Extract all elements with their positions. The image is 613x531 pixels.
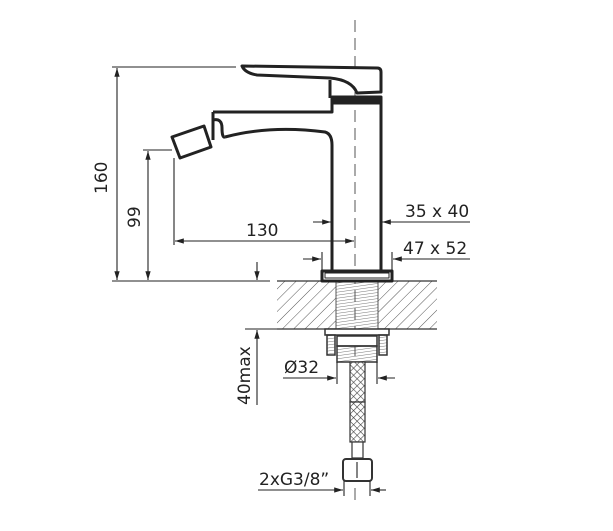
dim-label-40max: 40max (235, 346, 255, 405)
faucet-body (170, 64, 394, 283)
fixing-assembly (324, 328, 390, 363)
dim-label-99: 99 (125, 206, 145, 228)
dim-label-160: 160 (92, 162, 112, 194)
dim-label-130: 130 (246, 221, 278, 241)
flexible-hoses (342, 361, 373, 482)
dim-label-connection: 2xG3/8” (259, 470, 329, 490)
dim-label-diameter: Ø32 (284, 358, 319, 378)
dim-label-35x40: 35 x 40 (405, 202, 469, 222)
dimension-lines (112, 66, 470, 496)
dim-label-47x52: 47 x 52 (403, 239, 467, 259)
